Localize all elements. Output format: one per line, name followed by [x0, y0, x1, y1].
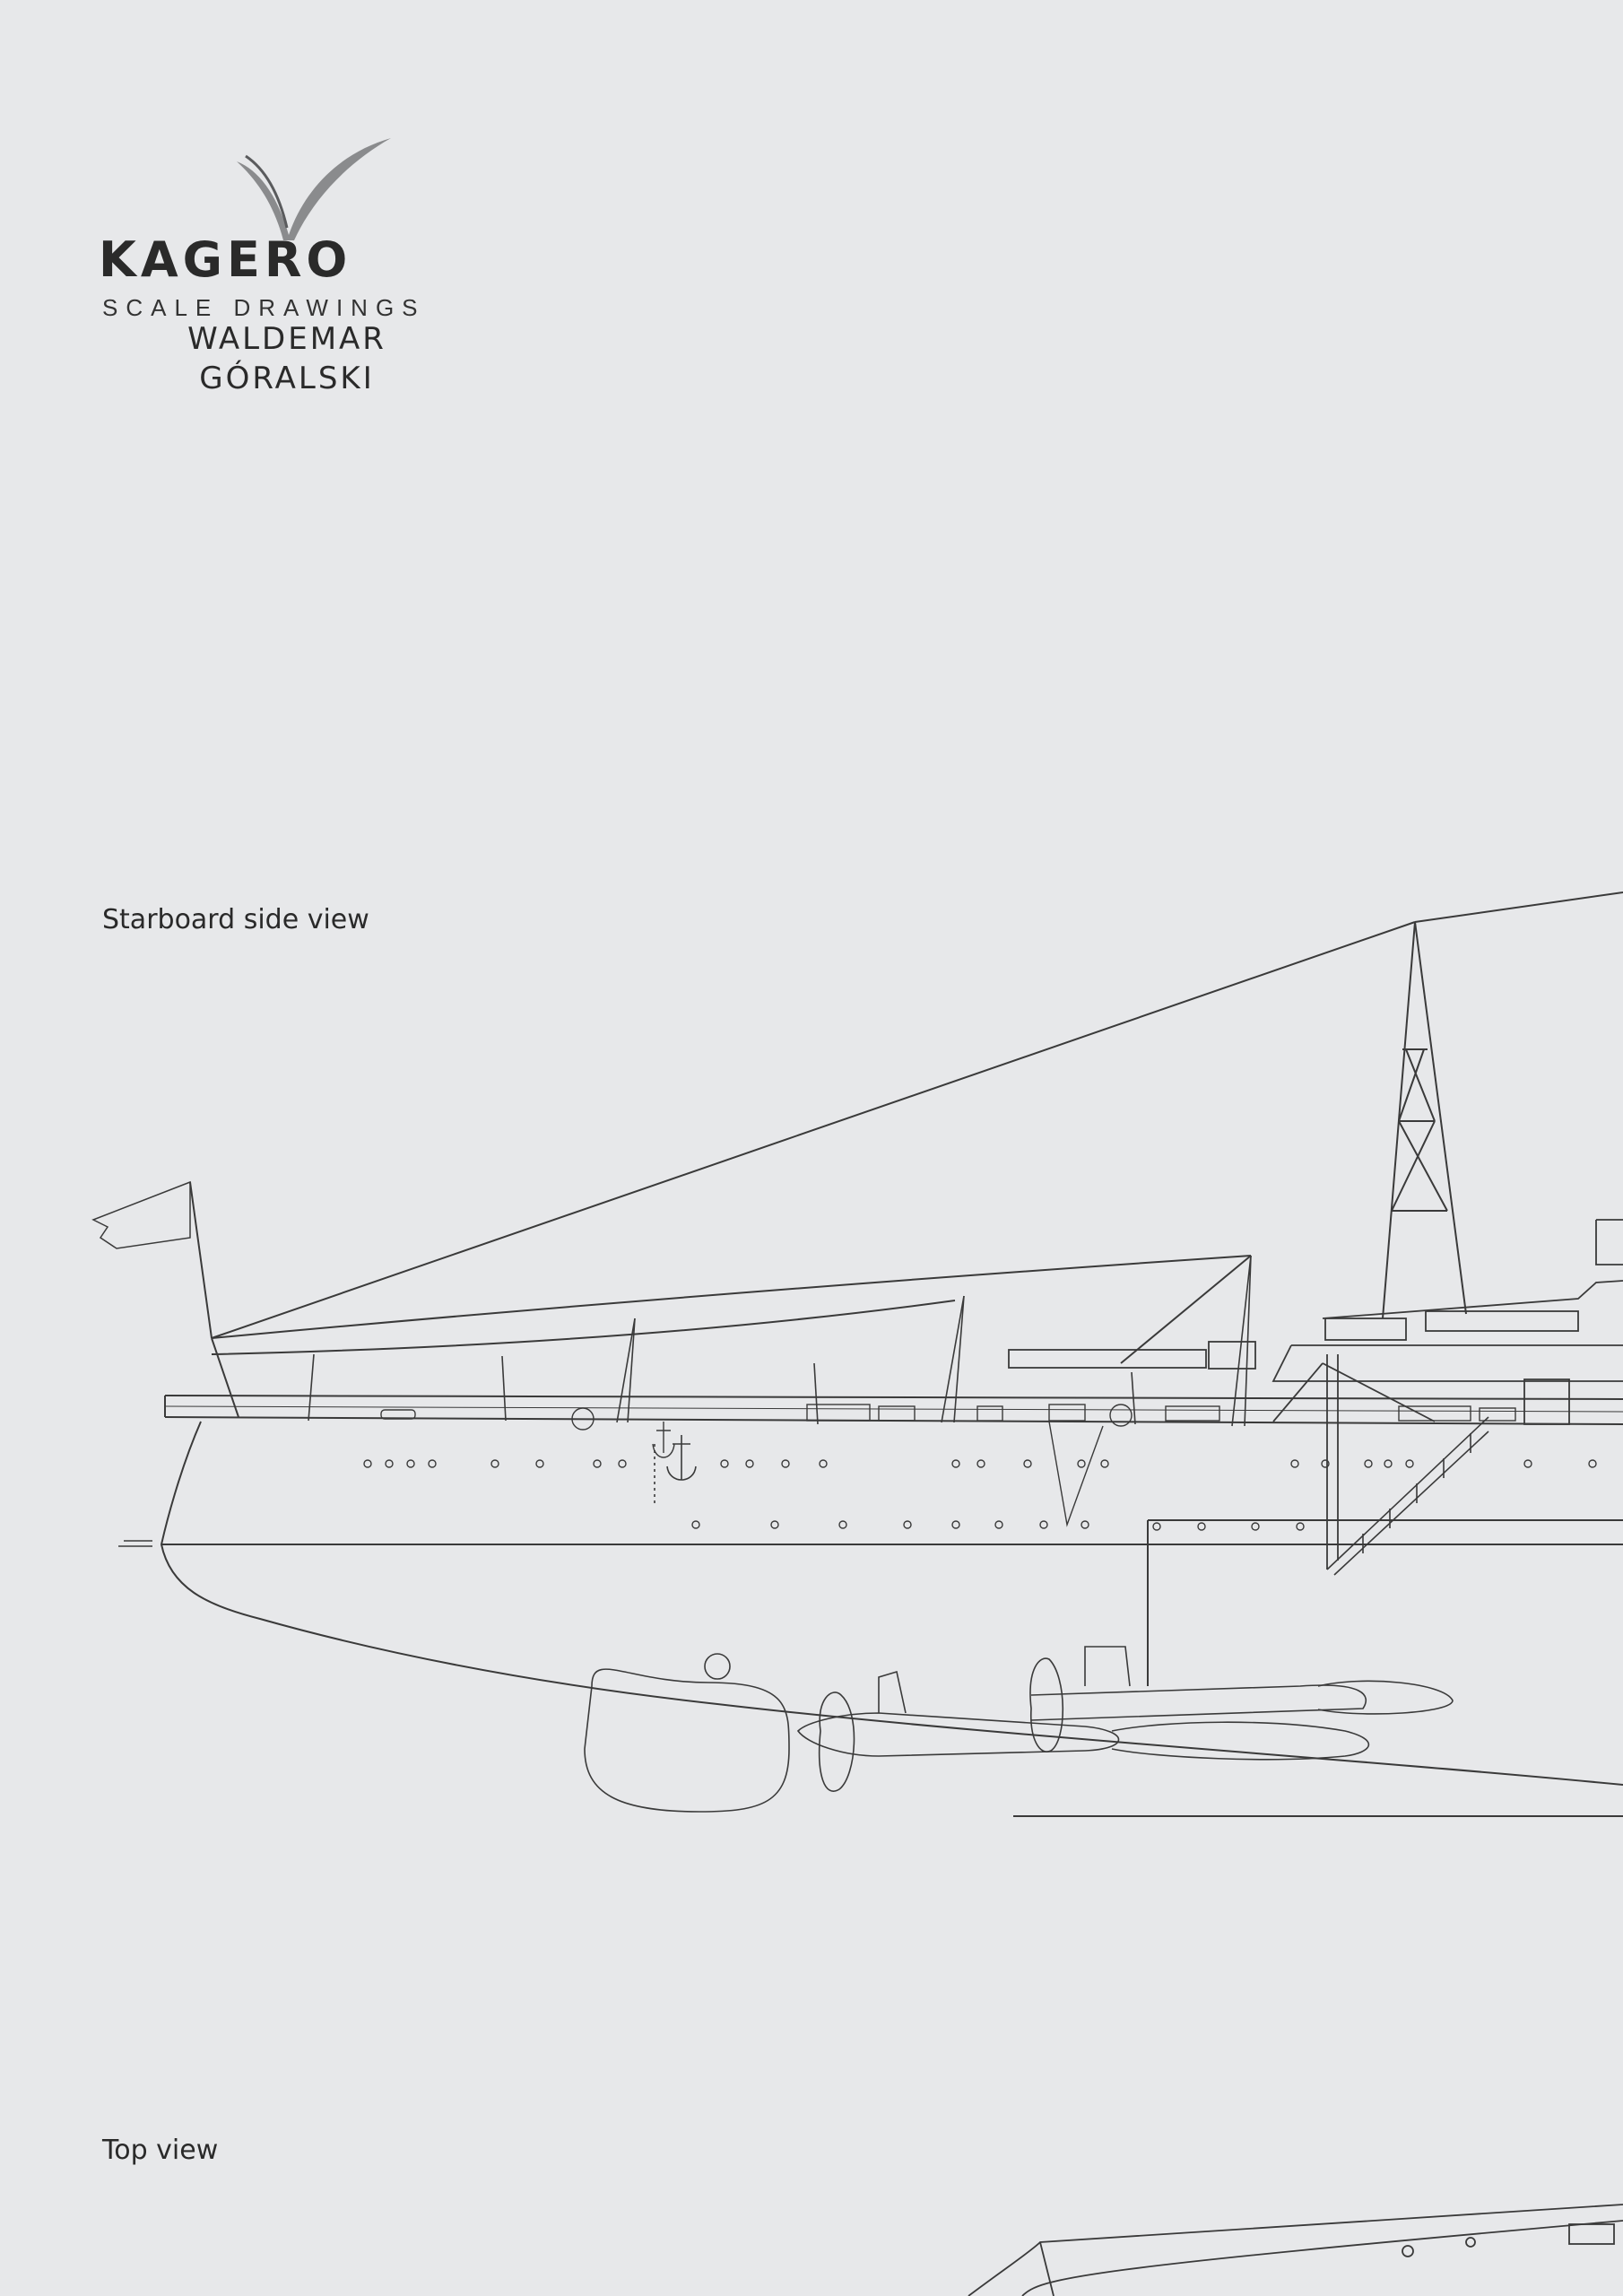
portholes-upper [363, 1459, 1597, 1468]
brand-name: KAGERO [99, 231, 352, 288]
top-view-hull [968, 2204, 1623, 2296]
deck-posts [308, 1255, 1252, 1427]
brand-subtitle: SCALE DRAWINGS [102, 294, 426, 321]
v-check-logo-icon [237, 138, 391, 240]
author-first-name: WALDEMAR [187, 321, 386, 357]
top-view-label: Top view [102, 2135, 219, 2166]
hull-outline [118, 1421, 1623, 1817]
bridge-superstructure [1008, 1219, 1623, 1570]
author-last-name: GÓRALSKI [199, 361, 375, 396]
underwater-fittings [584, 1646, 1454, 1813]
lattice-mast [1382, 921, 1467, 1319]
anchor-icon [654, 1435, 697, 1503]
bow-flag [91, 1180, 239, 1418]
accommodation-ladder [1326, 1416, 1489, 1576]
starboard-side-view-label: Starboard side view [102, 904, 369, 935]
deck-fittings [380, 1404, 1516, 1527]
rigging-lines [211, 891, 1623, 1364]
portholes-lower [691, 1520, 1305, 1531]
